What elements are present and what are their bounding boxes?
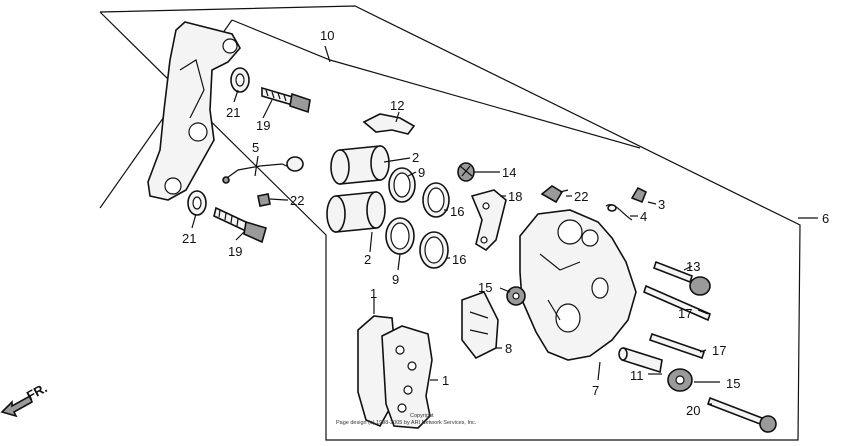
bracket-bolt-upper (261, 86, 311, 114)
callout-6: 6 (822, 211, 829, 226)
callout-20: 20 (686, 403, 700, 418)
copyright-line-2: Page design (c) 1998-2005 by ARI Network… (336, 420, 477, 426)
callout-9-lower: 9 (392, 272, 399, 287)
callout-11: 11 (630, 368, 644, 383)
callout-10: 10 (320, 28, 334, 43)
callout-labels: 10 12 21 19 5 22 21 19 2 9 16 2 9 16 14 … (182, 28, 829, 418)
pad-pin-clip (605, 204, 633, 221)
callout-22-left: 22 (290, 193, 304, 208)
bracket-bolt-lower (213, 206, 267, 244)
pin-sleeve (618, 346, 663, 374)
pad-retainer (362, 113, 416, 135)
callout-21-lower: 21 (182, 231, 196, 246)
callout-19-lower: 19 (228, 244, 242, 259)
piston-seal-upper (388, 167, 416, 203)
callout-17-lower: 17 (712, 343, 726, 358)
piston-lower (326, 191, 386, 233)
copyright-notice: Copyright Page design (c) 1998-2005 by A… (336, 413, 477, 426)
callout-15-left: 15 (478, 280, 492, 295)
callout-1-lower: 1 (442, 373, 449, 388)
caliper-bolt (653, 260, 711, 296)
callout-21-upper: 21 (226, 105, 240, 120)
callout-2-upper: 2 (412, 150, 419, 165)
callout-7: 7 (592, 383, 599, 398)
callout-16-lower: 16 (452, 252, 466, 267)
bracket-boot-lower (187, 190, 207, 216)
pin-boot-right (667, 368, 693, 392)
callout-1-upper: 1 (370, 286, 377, 301)
callout-12: 12 (390, 98, 404, 113)
front-direction-arrow: FR. (0, 380, 50, 418)
slide-pin-upper (643, 284, 711, 322)
brake-pad-outer (381, 325, 433, 429)
bleeder-screw-right (540, 185, 569, 204)
dust-seal-lower (419, 231, 449, 269)
dust-seal-upper (422, 182, 450, 218)
copyright-line-1: Copyright (410, 413, 434, 419)
callout-3: 3 (658, 197, 665, 212)
callout-13: 13 (686, 259, 700, 274)
callout-14: 14 (502, 165, 516, 180)
anti-rattle-plate (470, 189, 507, 252)
callout-17-upper: 17 (678, 306, 692, 321)
piston-seal-lower (385, 217, 415, 255)
pad-shim (461, 291, 499, 360)
callout-22-right: 22 (574, 189, 588, 204)
piston-upper (330, 145, 390, 185)
slide-pin-lower (648, 332, 706, 360)
pad-spring (222, 156, 304, 184)
caliper-body (519, 209, 637, 361)
callout-8: 8 (505, 341, 512, 356)
callout-18: 18 (508, 189, 522, 204)
callout-4: 4 (640, 209, 647, 224)
bleeder-cap (457, 162, 475, 182)
leader-lines (191, 45, 818, 405)
callout-9-upper: 9 (418, 165, 425, 180)
callout-2-lower: 2 (364, 252, 371, 267)
bracket-boot-upper (230, 67, 250, 93)
callout-16-upper: 16 (450, 204, 464, 219)
caliper-mounting-bolt (706, 396, 777, 433)
callout-5: 5 (252, 140, 259, 155)
caliper-bracket (147, 21, 241, 201)
callout-19-upper: 19 (256, 118, 270, 133)
pin-boot-left (506, 286, 526, 306)
bleeder-screw-left (257, 193, 287, 207)
pad-pin-screw (630, 186, 648, 204)
callout-15-right: 15 (726, 376, 740, 391)
